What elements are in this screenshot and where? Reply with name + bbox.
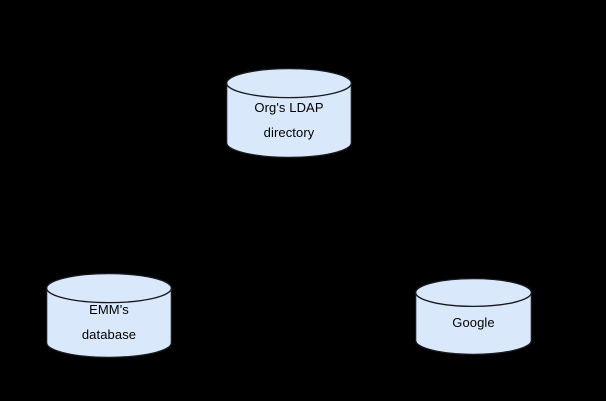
node-emms-database[interactable]: EMM's database bbox=[46, 272, 172, 358]
cylinder-shape-google bbox=[415, 278, 532, 355]
cylinder-shape-emms-database bbox=[46, 272, 172, 358]
cylinder-shape-orgs-ldap-directory bbox=[226, 67, 352, 158]
node-orgs-ldap-directory[interactable]: Org's LDAP directory bbox=[226, 67, 352, 158]
node-google[interactable]: Google bbox=[415, 278, 532, 355]
